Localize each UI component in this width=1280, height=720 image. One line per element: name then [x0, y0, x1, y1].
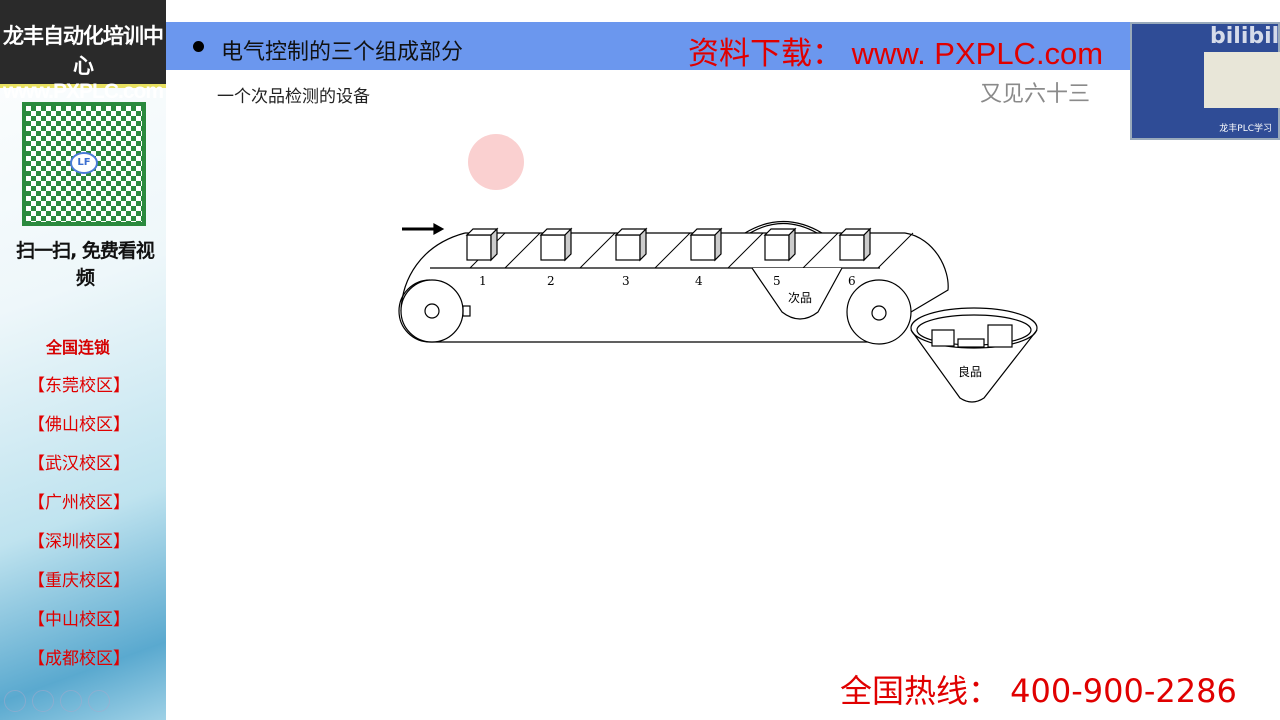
box-label-5: 5: [773, 274, 781, 288]
slide-controls: [4, 690, 110, 712]
box-label-2: 2: [547, 274, 555, 288]
bilibili-watermark: bilibili: [1210, 24, 1280, 49]
download-banner: 资料下载： www. PXPLC.com: [688, 36, 1104, 71]
play-icon[interactable]: [32, 690, 54, 712]
product-box: [763, 227, 797, 262]
sensor-arc: [744, 220, 823, 234]
left-roller: [400, 279, 471, 343]
prev-icon[interactable]: [4, 690, 26, 712]
product-box: [539, 227, 573, 262]
product-boxes: [465, 227, 872, 262]
brand-name: 龙丰自动化培训中心: [3, 24, 164, 78]
product-box: [614, 227, 648, 262]
direction-arrow: [402, 222, 445, 236]
brand-url: www.PXPLC.com: [2, 80, 164, 103]
box-label-1: 1: [479, 274, 487, 288]
slide-subtitle: 一个次品检测的设备: [217, 87, 370, 107]
menu-icon[interactable]: [88, 690, 110, 712]
box-label-6: 6: [848, 274, 856, 288]
qr-logo: LF: [70, 152, 98, 174]
video-caption: 龙丰PLC学习: [1219, 124, 1272, 134]
good-bin: [910, 307, 1038, 403]
hotline-text: 全国热线： 400-900-2286: [840, 672, 1237, 710]
campus-item: 【深圳校区】: [28, 532, 130, 552]
pen-icon[interactable]: [60, 690, 82, 712]
brand-logo: 龙丰自动化培训中心 www.PXPLC.com: [0, 0, 166, 103]
box-label-4: 4: [695, 274, 703, 288]
campus-item: 【东莞校区】: [28, 376, 130, 396]
video-thumbnail[interactable]: bilibili 龙丰PLC学习: [1130, 22, 1280, 140]
danmaku-overlay: 又见六十三: [980, 82, 1091, 107]
campus-item: 【中山校区】: [28, 610, 130, 630]
qr-code: LF: [22, 102, 146, 226]
right-roller: [846, 279, 912, 345]
plc-image: [1204, 52, 1280, 108]
good-label: 良品: [958, 364, 982, 379]
product-box: [465, 227, 499, 262]
sidebar: 龙丰自动化培训中心 www.PXPLC.com LF 扫一扫, 免费看视频 全国…: [0, 0, 166, 720]
campus-item: 【重庆校区】: [28, 571, 130, 591]
reject-label: 次品: [788, 291, 812, 305]
campus-item: 【广州校区】: [28, 493, 130, 513]
product-box: [689, 227, 723, 262]
campus-item: 【成都校区】: [28, 649, 130, 669]
campus-item: 【武汉校区】: [28, 454, 130, 474]
product-box: [838, 227, 872, 262]
reject-hopper: [751, 267, 843, 320]
cursor-highlight: [468, 134, 524, 190]
campus-item: 【佛山校区】: [28, 415, 130, 435]
scan-text: 扫一扫, 免费看视频: [16, 240, 155, 289]
chain-title: 全国连锁: [45, 338, 110, 357]
header-bar: [166, 22, 1130, 70]
box-label-3: 3: [622, 274, 630, 288]
bullet-icon: [193, 41, 204, 52]
slide-title: 电气控制的三个组成部分: [221, 40, 464, 65]
